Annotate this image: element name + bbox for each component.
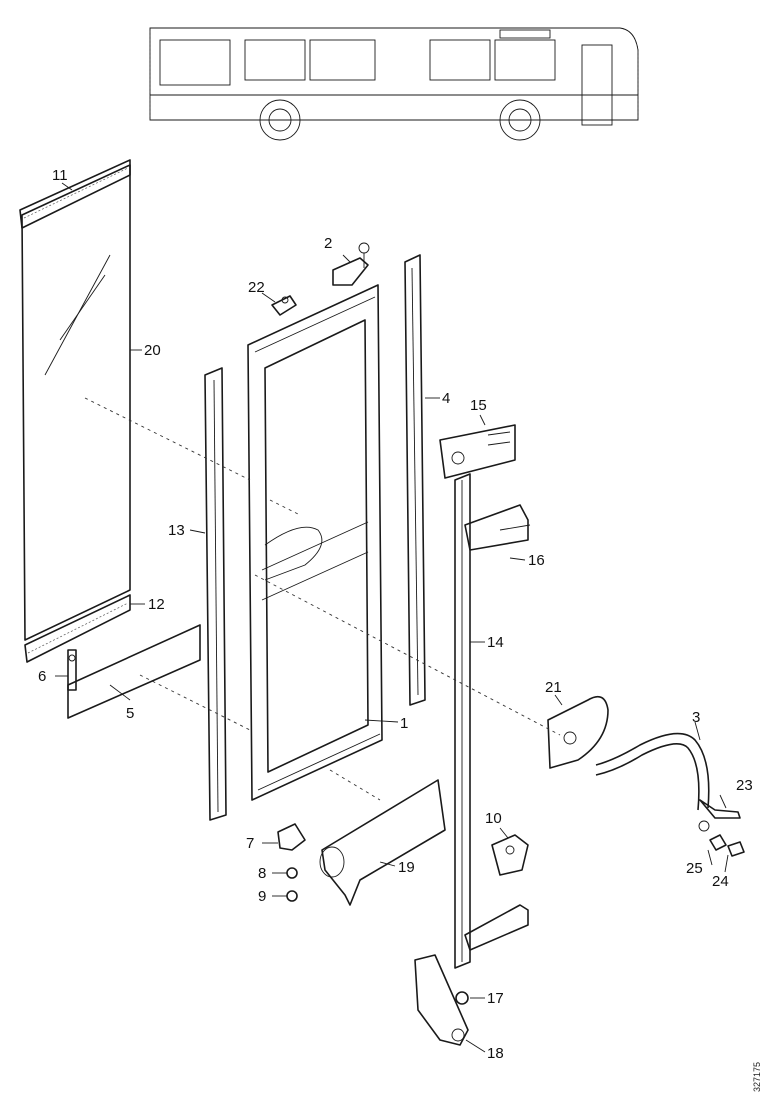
door-shaft-part-14	[454, 473, 471, 969]
callout-8: 8	[258, 865, 266, 882]
top-bracket-part-15	[439, 424, 516, 479]
callout-2: 2	[324, 235, 332, 252]
callout-1: 1	[400, 715, 408, 732]
callout-6: 6	[38, 668, 46, 685]
bracket-part-22	[271, 295, 297, 316]
callout-25: 25	[686, 860, 703, 877]
nut-part-8	[286, 867, 298, 879]
guide-part-19	[319, 779, 446, 906]
pin-part-6	[67, 649, 77, 691]
washer-part-9	[286, 890, 298, 902]
callout-18: 18	[487, 1045, 504, 1062]
mount-plate-part-21	[547, 695, 609, 769]
reference-number: 327175	[748, 1040, 768, 1092]
hinge-part-2	[332, 242, 370, 286]
door-frame-part-1	[247, 284, 383, 801]
callout-13: 13	[168, 522, 185, 539]
lower-arm	[464, 904, 529, 951]
callout-15: 15	[470, 397, 487, 414]
reference-number-text: 327175	[752, 1061, 762, 1092]
callout-4: 4	[442, 390, 450, 407]
callout-7: 7	[246, 835, 254, 852]
callout-21: 21	[545, 679, 562, 696]
callout-labels: 1 2 3 4 5 6 7 8 9 10 11 12 13 14 15 16 1…	[38, 167, 753, 1062]
callout-9: 9	[258, 888, 266, 905]
callout-22: 22	[248, 279, 265, 296]
bottom-seal-part-12	[24, 594, 131, 663]
top-seal-part-11	[19, 159, 131, 229]
leader-lines	[55, 182, 729, 1053]
callout-5: 5	[126, 705, 134, 722]
arm-rod-part-3	[595, 732, 710, 811]
kick-panel-part-5	[67, 624, 201, 719]
damper-part-10	[491, 834, 529, 876]
callout-12: 12	[148, 596, 165, 613]
arm-part-16	[464, 504, 531, 551]
callout-3: 3	[692, 709, 700, 726]
seal-part-4	[404, 254, 426, 706]
callout-16: 16	[528, 552, 545, 569]
glass-pane-part-20	[21, 164, 131, 641]
bushing-part-17	[455, 991, 469, 1005]
bus-illustration	[149, 27, 639, 141]
seal-strip-part-13	[204, 367, 227, 821]
lower-bracket-part-18	[414, 954, 469, 1046]
fittings-parts-23-24-25	[698, 799, 745, 857]
callout-17: 17	[487, 990, 504, 1007]
callout-10: 10	[485, 810, 502, 827]
callout-19: 19	[398, 859, 415, 876]
callout-20: 20	[144, 342, 161, 359]
callout-24: 24	[712, 873, 729, 890]
callout-11: 11	[52, 167, 68, 184]
callout-14: 14	[487, 634, 504, 651]
assembly-guide-lines	[84, 397, 561, 801]
callout-23: 23	[736, 777, 753, 794]
block-part-7	[277, 823, 306, 851]
